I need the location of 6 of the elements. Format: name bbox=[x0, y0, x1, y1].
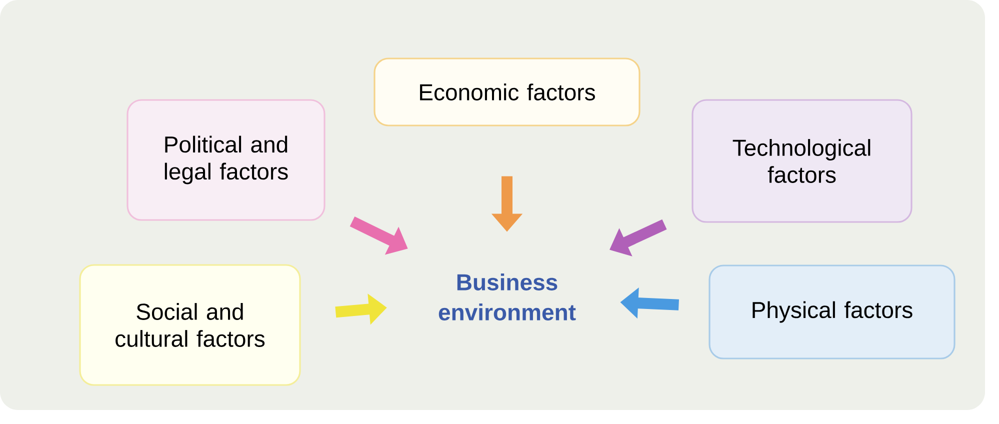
factor-box: Political and legal factors bbox=[126, 99, 326, 221]
factor-box: Economic factors bbox=[374, 58, 640, 126]
center-label: Business environment bbox=[438, 274, 576, 320]
factor-box: Social and cultural factors bbox=[79, 264, 301, 386]
factor-box: Physical factors bbox=[708, 264, 956, 360]
factor-box: Technological factors bbox=[692, 99, 912, 223]
